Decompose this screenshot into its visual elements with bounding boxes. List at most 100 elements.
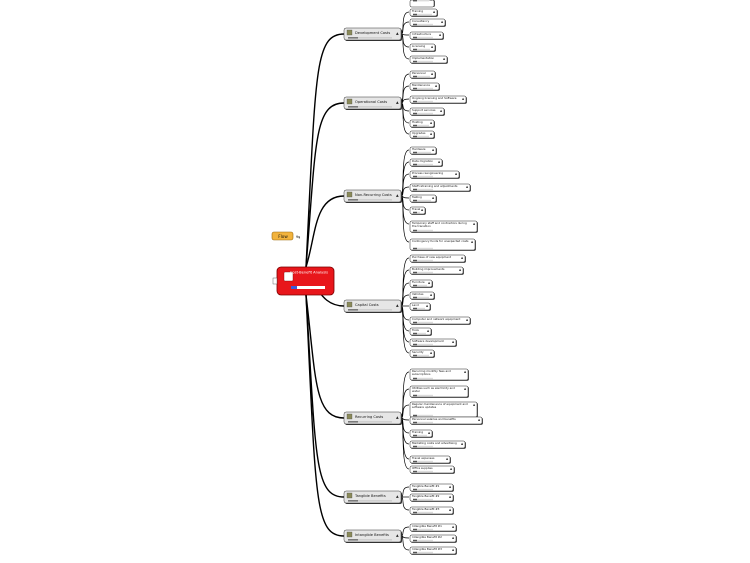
chevron-up-icon[interactable]: ▲ [466,317,469,321]
chevron-up-icon[interactable]: ▲ [446,456,449,460]
chevron-up-icon[interactable]: ▲ [439,32,442,36]
chevron-up-icon[interactable]: ▲ [473,402,476,406]
chevron-up-icon[interactable]: ▲ [433,9,436,13]
chevron-up-icon[interactable]: ▲ [396,304,399,308]
leaf-topic[interactable]: Intangible Benefit #3▲ [409,546,457,555]
chevron-up-icon[interactable]: ▲ [452,339,455,343]
chevron-up-icon[interactable]: ▲ [428,280,431,284]
chevron-up-icon[interactable]: ▲ [461,441,464,445]
leaf-topic[interactable]: Building improvements▲ [409,266,464,275]
leaf-topic[interactable]: Software development▲ [409,338,457,347]
central-topic[interactable]: Cost-Benefit Analysis [272,266,335,296]
chevron-up-icon[interactable]: ▲ [449,507,452,511]
leaf-topic[interactable]: Testing▲ [409,194,437,203]
leaf-topic[interactable]: Furniture▲ [409,279,433,288]
chevron-up-icon[interactable]: ▲ [396,495,399,499]
leaf-topic[interactable]: Security▲ [409,349,435,358]
leaf-topic[interactable]: Travel▲ [409,206,426,215]
leaf-topic[interactable]: Marketing costs and advertising▲ [409,440,466,449]
leaf-topic[interactable]: Staff retraining and adjustments▲ [409,183,471,192]
chevron-up-icon[interactable]: ▲ [452,535,455,539]
leaf-topic[interactable]: Implementation▲ [409,55,448,64]
flow-button[interactable]: Flow ⇆ [271,231,300,241]
leaf-topic[interactable]: Purchase of new equipment▲ [409,254,466,263]
leaf-topic[interactable]: Tools▲ [409,327,432,336]
chevron-up-icon[interactable]: ▲ [396,194,399,198]
branch-topic[interactable]: Intangible Benefits▲ [343,529,402,543]
leaf-topic[interactable]: Upgrades▲ [409,130,435,139]
chevron-up-icon[interactable]: ▲ [478,417,481,421]
leaf-topic[interactable]: Land▲ [409,302,431,311]
chevron-up-icon[interactable]: ▲ [432,147,435,151]
chevron-up-icon[interactable]: ▲ [443,56,446,60]
chevron-up-icon[interactable]: ▲ [455,171,458,175]
chevron-up-icon[interactable]: ▲ [464,369,467,373]
leaf-topic[interactable]: Process reengineering▲ [409,170,460,179]
chevron-up-icon[interactable]: ▲ [462,96,465,100]
leaf-topic[interactable]: Computer and network equipment▲ [409,316,471,325]
leaf-topic[interactable]: Infrastructure▲ [409,31,444,40]
chevron-up-icon[interactable]: ▲ [452,524,455,528]
leaf-topic[interactable]: Support services▲ [409,107,445,116]
leaf-topic[interactable]: Intangible Benefit #2▲ [409,534,457,543]
chevron-up-icon[interactable]: ▲ [428,430,431,434]
leaf-topic[interactable]: Hardware▲ [409,146,437,155]
branch-topic[interactable]: Capital Costs▲ [343,299,402,313]
chevron-up-icon[interactable]: ▲ [450,466,453,470]
chevron-up-icon[interactable]: ▲ [421,207,424,211]
leaf-topic[interactable]: Consultancy▲ [409,18,446,27]
leaf-topic[interactable]: Contingency funds for unexpected costs▲ [409,238,476,251]
chevron-up-icon[interactable]: ▲ [471,239,474,243]
branch-topic[interactable]: Operational Costs▲ [343,96,402,110]
chevron-up-icon[interactable]: ▲ [396,101,399,105]
leaf-topic[interactable]: Travel expenses▲ [409,455,451,464]
chevron-up-icon[interactable]: ▲ [461,255,464,259]
chevron-up-icon[interactable]: ▲ [459,267,462,271]
leaf-topic[interactable]: Maintenance▲ [409,82,440,91]
leaf-topic[interactable]: Intangible Benefit #1▲ [409,523,457,532]
leaf-topic[interactable]: Hosting▲ [409,119,435,128]
leaf-topic[interactable]: Insurance▲ [409,0,435,8]
chevron-up-icon[interactable]: ▲ [466,184,469,188]
chevron-up-icon[interactable]: ▲ [430,0,433,1]
chevron-up-icon[interactable]: ▲ [396,32,399,36]
leaf-topic[interactable]: Personnel▲ [409,70,436,79]
chevron-up-icon[interactable]: ▲ [441,19,444,23]
chevron-up-icon[interactable]: ▲ [430,292,433,296]
leaf-topic[interactable]: Vehicles▲ [409,291,435,300]
leaf-topic[interactable]: Data migration▲ [409,158,443,167]
chevron-up-icon[interactable]: ▲ [438,159,441,163]
chevron-up-icon[interactable]: ▲ [430,350,433,354]
collapse-toggle[interactable] [272,277,278,285]
branch-topic[interactable]: Non-Recurring Costs▲ [343,189,402,203]
chevron-up-icon[interactable]: ▲ [427,328,430,332]
leaf-topic[interactable]: Licensing▲ [409,43,436,52]
leaf-topic[interactable]: Training▲ [409,8,438,17]
chevron-up-icon[interactable]: ▲ [431,44,434,48]
chevron-up-icon[interactable]: ▲ [426,303,429,307]
chevron-up-icon[interactable]: ▲ [435,83,438,87]
chevron-up-icon[interactable]: ▲ [440,108,443,112]
chevron-up-icon[interactable]: ▲ [431,71,434,75]
branch-topic[interactable]: Tangible Benefits▲ [343,490,402,504]
leaf-topic[interactable]: Tangible Benefit #1▲ [409,483,454,492]
chevron-up-icon[interactable]: ▲ [430,120,433,124]
leaf-topic[interactable]: Tangible Benefit #3▲ [409,506,454,515]
leaf-topic[interactable]: Ongoing licensing and Software▲ [409,95,467,104]
chevron-up-icon[interactable]: ▲ [449,484,452,488]
chevron-up-icon[interactable]: ▲ [452,547,455,551]
chevron-up-icon[interactable]: ▲ [432,195,435,199]
chevron-up-icon[interactable]: ▲ [464,386,467,390]
leaf-topic[interactable]: Office supplies▲ [409,465,455,474]
branch-topic[interactable]: Development Costs▲ [343,27,402,41]
chevron-up-icon[interactable]: ▲ [396,416,399,420]
leaf-topic[interactable]: Training▲ [409,429,433,438]
leaf-topic[interactable]: Personnel salaries and benefits▲ [409,416,483,425]
chevron-up-icon[interactable]: ▲ [473,221,476,225]
chevron-up-icon[interactable]: ▲ [430,131,433,135]
branch-topic[interactable]: Recurring Costs▲ [343,411,402,425]
